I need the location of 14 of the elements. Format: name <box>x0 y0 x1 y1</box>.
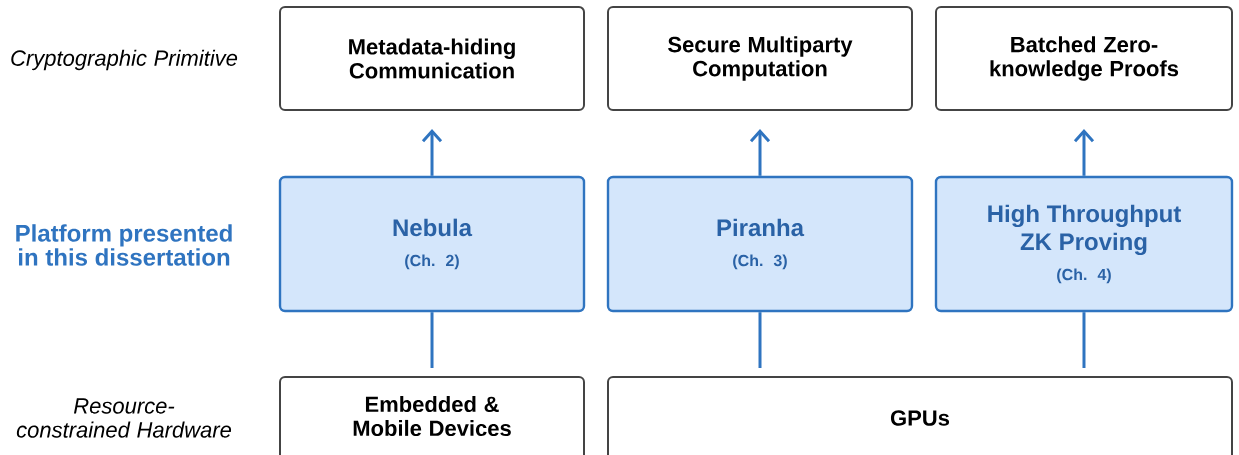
primitive-box: Metadata-hiding Communication <box>279 6 585 111</box>
platform-box: Piranha (Ch. 3) <box>606 175 914 313</box>
arrow <box>421 129 443 176</box>
row-label: Cryptographic Primitive <box>11 49 238 71</box>
primitive-box: Secure Multiparty Computation <box>607 6 913 111</box>
platform-box: High Throughput ZK Proving (Ch. 4) <box>934 175 1234 313</box>
row-label: Resource-constrained Hardware <box>16 398 232 438</box>
primitive-box: Batched Zero-knowledge Proofs <box>935 6 1233 111</box>
arrow <box>749 129 771 176</box>
hardware-box: Embedded & Mobile Devices <box>279 376 585 455</box>
arrow <box>1073 129 1095 176</box>
row-label: Platform presented in this dissertation <box>16 224 232 266</box>
hardware-box: GPUs <box>607 376 1233 455</box>
platform-box: Nebula (Ch. 2) <box>278 175 586 313</box>
